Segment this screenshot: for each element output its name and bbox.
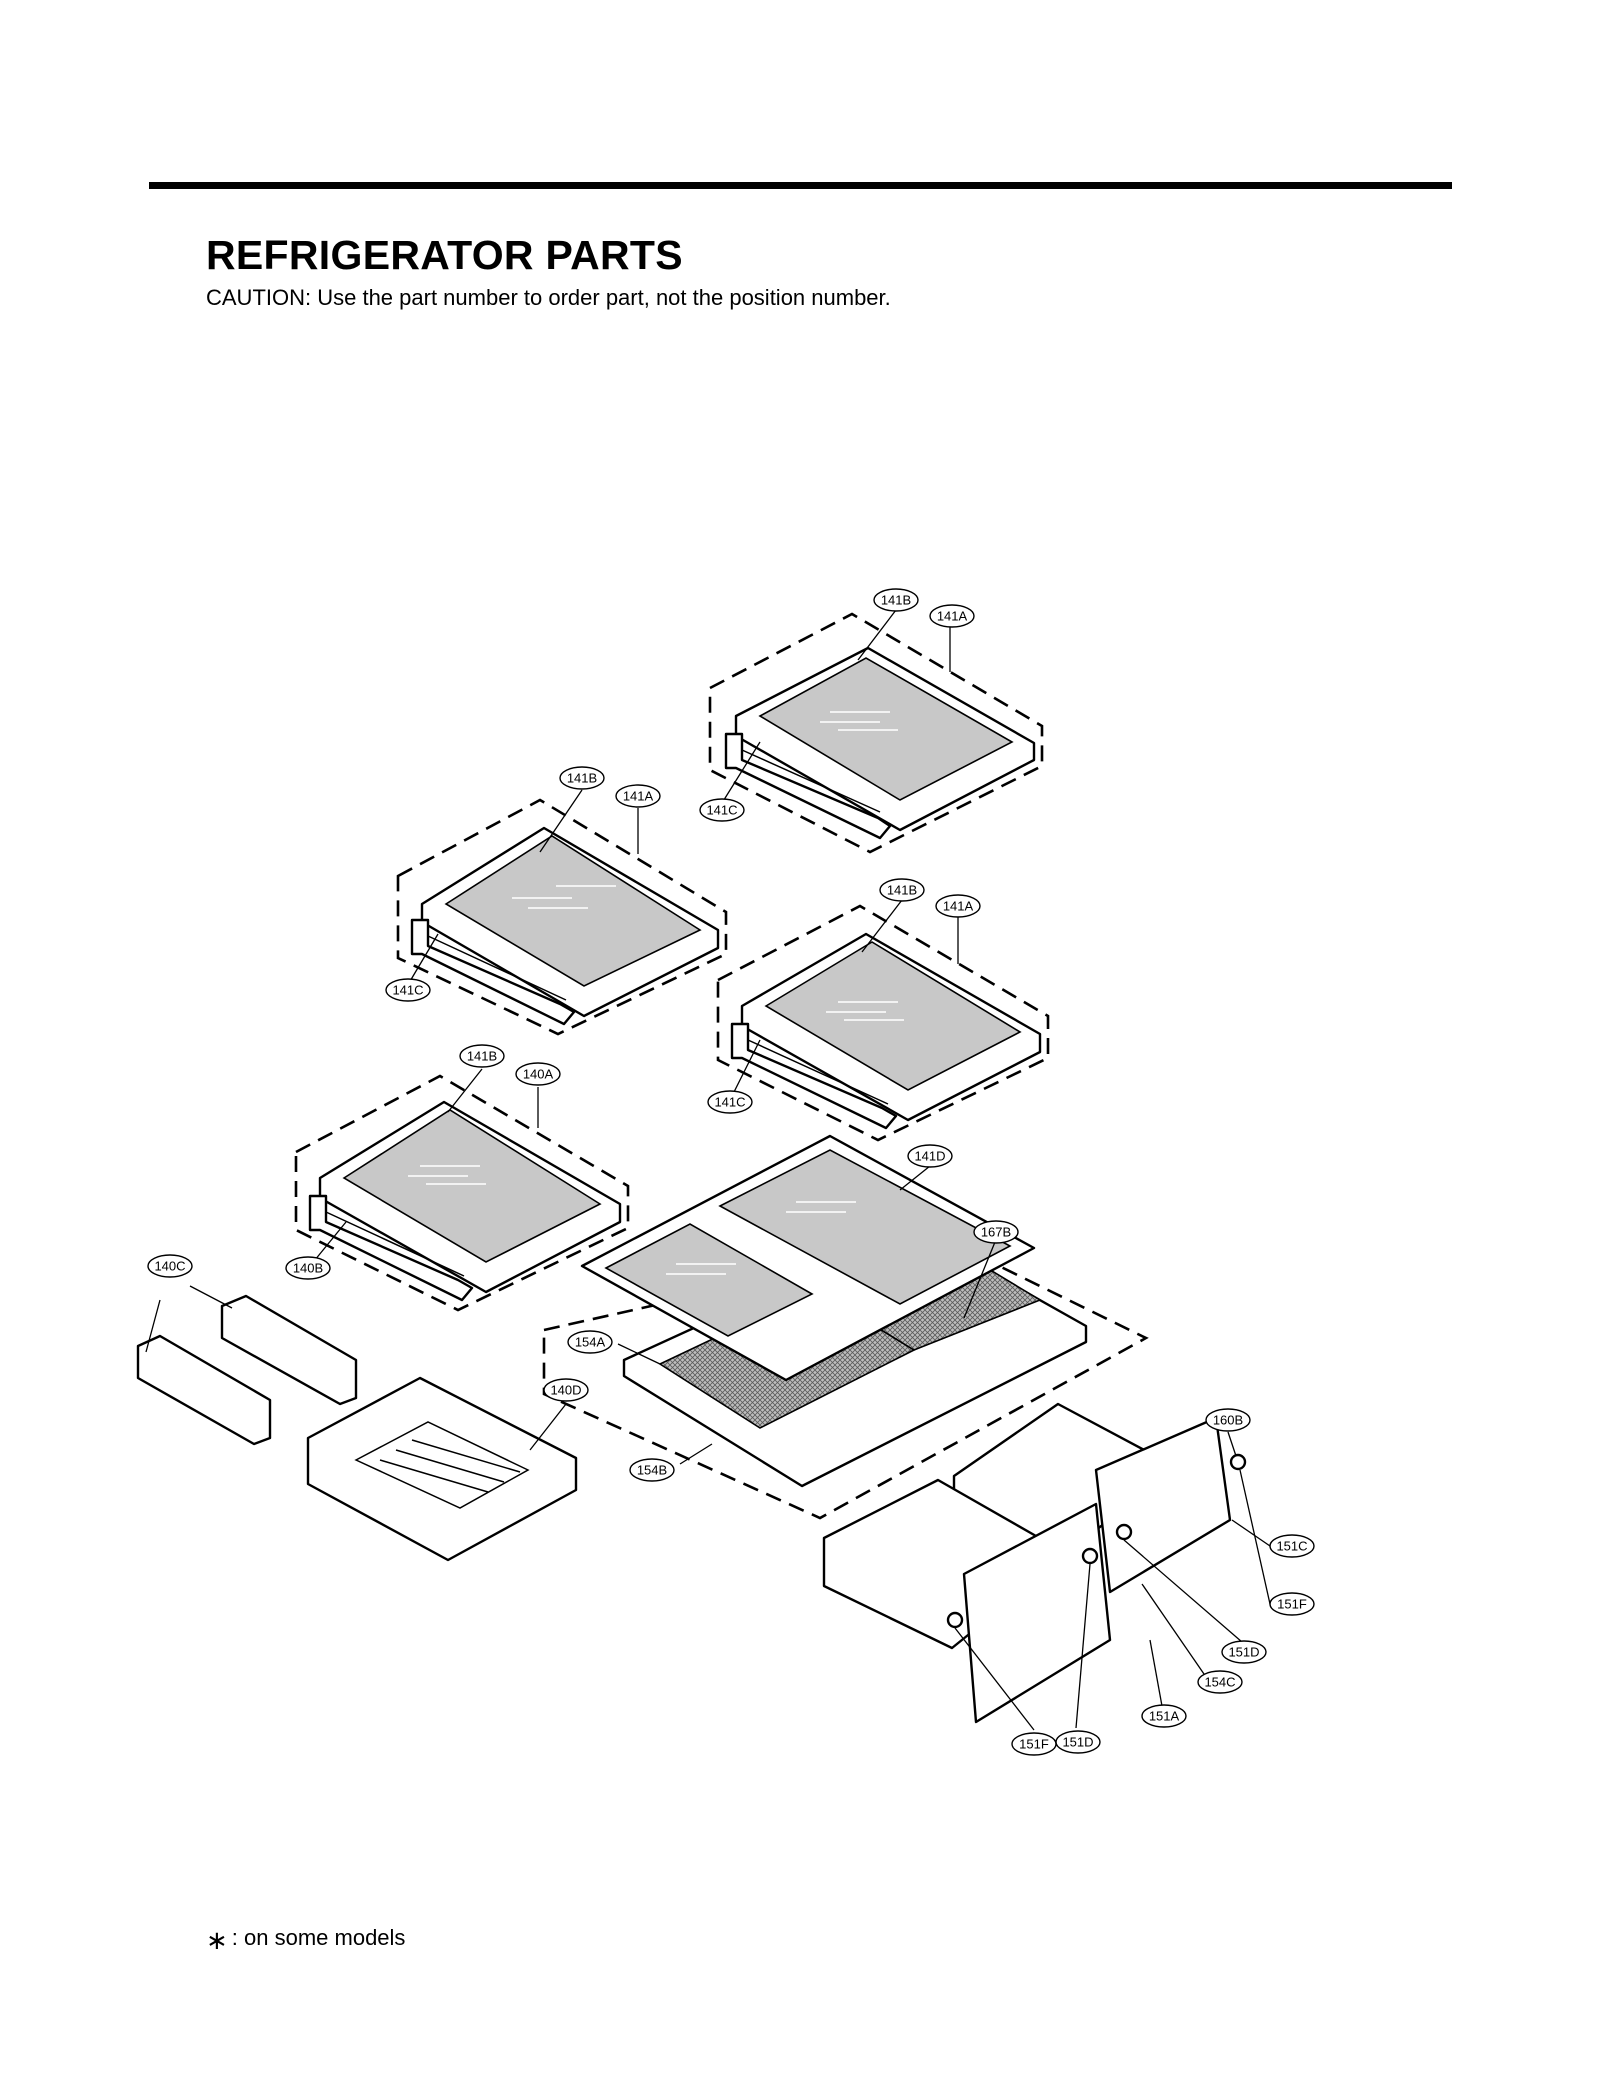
svg-text:141B: 141B bbox=[467, 1049, 497, 1064]
callout-141B-4: 141B bbox=[459, 1044, 505, 1068]
shelf-top-dashed-boundary bbox=[708, 612, 1044, 854]
snack-pan bbox=[306, 1376, 578, 1562]
svg-text:160B: 160B bbox=[1213, 1413, 1243, 1428]
svg-text:151F: 151F bbox=[1277, 1597, 1307, 1612]
shelf-glass-double-pane-left bbox=[604, 1223, 814, 1337]
svg-text:140C: 140C bbox=[154, 1259, 185, 1274]
crisper-drawer-right-front bbox=[1094, 1416, 1232, 1594]
footnote-symbol: ∗ bbox=[206, 1925, 228, 1955]
shelf-upper-left-bracket bbox=[410, 918, 576, 1026]
callout-151D-left: 151D bbox=[1055, 1730, 1101, 1754]
callout-141C-1: 141C bbox=[699, 798, 745, 822]
shelf-upper-left-dashed-boundary bbox=[396, 798, 728, 1036]
shelf-middle-right-dashed-boundary bbox=[716, 904, 1050, 1142]
shelf-lower-left-dashed-boundary bbox=[294, 1074, 630, 1312]
callout-154B: 154B bbox=[629, 1458, 675, 1482]
svg-text:141C: 141C bbox=[392, 983, 423, 998]
shelf-assembly-upper-left bbox=[396, 798, 728, 1036]
svg-text:151D: 151D bbox=[1228, 1645, 1259, 1660]
callout-151C: 151C bbox=[1269, 1534, 1315, 1558]
svg-text:140B: 140B bbox=[293, 1261, 323, 1276]
svg-text:154B: 154B bbox=[637, 1463, 667, 1478]
shelf-glass-double-frame bbox=[580, 1134, 1036, 1382]
shelf-lower-left-glass bbox=[342, 1109, 602, 1263]
crisper-roller-left-top bbox=[1081, 1547, 1099, 1565]
svg-text:151C: 151C bbox=[1276, 1539, 1307, 1554]
snack-pan-floor bbox=[354, 1421, 530, 1509]
svg-text:141B: 141B bbox=[567, 771, 597, 786]
svg-text:141A: 141A bbox=[943, 899, 974, 914]
callout-151A: 151A bbox=[1141, 1704, 1187, 1728]
guide-rail-front bbox=[136, 1334, 272, 1446]
shelf-middle-right-glass bbox=[764, 941, 1022, 1091]
callout-151F-right: 151F bbox=[1269, 1592, 1315, 1616]
footnote: ∗: on some models bbox=[206, 1925, 405, 1956]
callout-140B: 140B bbox=[285, 1256, 331, 1280]
crisper-roller-right-mid bbox=[1115, 1523, 1133, 1541]
shelf-assembly-middle-right bbox=[716, 904, 1050, 1142]
svg-text:167B: 167B bbox=[981, 1225, 1011, 1240]
crisper-drawers bbox=[822, 1402, 1247, 1724]
crisper-roller-right-top bbox=[1229, 1453, 1247, 1471]
callout-141C-2: 141C bbox=[385, 978, 431, 1002]
header-rule bbox=[149, 182, 1452, 189]
svg-text:141B: 141B bbox=[887, 883, 917, 898]
svg-text:141C: 141C bbox=[706, 803, 737, 818]
callout-160B: 160B bbox=[1205, 1408, 1251, 1432]
shelf-top-glass bbox=[758, 657, 1014, 801]
svg-text:151A: 151A bbox=[1149, 1709, 1180, 1724]
svg-text:154A: 154A bbox=[575, 1335, 606, 1350]
callout-140D: 140D bbox=[543, 1378, 589, 1402]
crisper-cover-assembly bbox=[542, 1134, 1149, 1520]
svg-text:141A: 141A bbox=[623, 789, 654, 804]
shelf-top-bracket bbox=[724, 732, 892, 840]
svg-text:154C: 154C bbox=[1204, 1675, 1235, 1690]
callout-154A: 154A bbox=[567, 1330, 613, 1354]
svg-text:141B: 141B bbox=[881, 593, 911, 608]
svg-text:151D: 151D bbox=[1062, 1735, 1093, 1750]
shelf-assembly-top bbox=[708, 612, 1044, 854]
callout-151F-left: 151F bbox=[1011, 1732, 1057, 1756]
crisper-roller-left-low bbox=[946, 1611, 964, 1629]
svg-text:141D: 141D bbox=[914, 1149, 945, 1164]
shelf-lower-left-bracket bbox=[308, 1194, 474, 1302]
page-title: REFRIGERATOR PARTS bbox=[206, 232, 683, 278]
svg-text:141C: 141C bbox=[714, 1095, 745, 1110]
callout-141A-2: 141A bbox=[615, 784, 661, 808]
snack-pan-body bbox=[306, 1376, 578, 1562]
callout-140A: 140A bbox=[515, 1062, 561, 1086]
shelf-glass-double-pane-right bbox=[718, 1149, 1012, 1305]
shelf-upper-left-glass bbox=[444, 835, 702, 987]
svg-text:140D: 140D bbox=[550, 1383, 581, 1398]
callout-141A-3: 141A bbox=[935, 894, 981, 918]
callout-141B-1: 141B bbox=[873, 588, 919, 612]
callout-141B-3: 141B bbox=[879, 878, 925, 902]
svg-text:151F: 151F bbox=[1019, 1737, 1049, 1752]
callout-141A-1: 141A bbox=[929, 604, 975, 628]
callout-151D-right: 151D bbox=[1221, 1640, 1267, 1664]
shelf-middle-right-bracket bbox=[730, 1022, 898, 1130]
callout-154C: 154C bbox=[1197, 1670, 1243, 1694]
caution-note: CAUTION: Use the part number to order pa… bbox=[206, 285, 891, 310]
callout-167B: 167B bbox=[973, 1220, 1019, 1244]
callout-141B-2: 141B bbox=[559, 766, 605, 790]
footnote-text: : on some models bbox=[231, 1925, 406, 1950]
svg-text:140A: 140A bbox=[523, 1067, 554, 1082]
callout-leader-lines bbox=[145, 609, 1271, 1731]
drawer-guide-rails bbox=[136, 1294, 358, 1446]
callout-141C-3: 141C bbox=[707, 1090, 753, 1114]
shelf-assembly-lower-left bbox=[294, 1074, 630, 1312]
callout-141D: 141D bbox=[907, 1144, 953, 1168]
svg-text:141A: 141A bbox=[937, 609, 968, 624]
guide-rail-rear bbox=[220, 1294, 358, 1406]
callout-140C: 140C bbox=[147, 1254, 193, 1278]
crisper-drawer-left-front bbox=[962, 1502, 1112, 1724]
